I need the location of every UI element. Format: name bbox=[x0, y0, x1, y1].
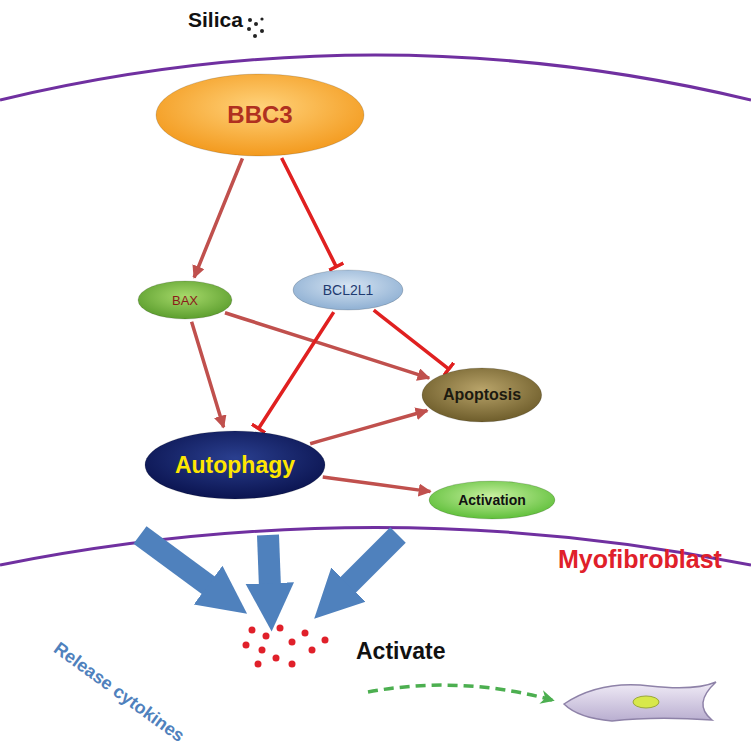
label-text: Silica bbox=[188, 8, 243, 32]
node-label: Activation bbox=[458, 492, 526, 508]
node-label: Autophagy bbox=[175, 452, 295, 479]
activate-arrow bbox=[368, 685, 552, 700]
protein-ellipse: BBC3 bbox=[155, 73, 365, 157]
process-ellipse: Activation bbox=[428, 480, 556, 520]
inhibition-connector bbox=[259, 312, 334, 428]
node-label: BAX bbox=[172, 293, 198, 308]
activation-connector bbox=[310, 410, 427, 443]
cytokine-dots bbox=[243, 625, 329, 668]
myofibroblast-cell: Myofibroblast bbox=[535, 545, 745, 726]
label-text: Activate bbox=[356, 638, 445, 665]
activation-connector bbox=[192, 322, 224, 428]
protein-ellipse: BCL2L1 bbox=[292, 269, 404, 311]
node-label: BCL2L1 bbox=[323, 282, 374, 298]
cell-label: Myofibroblast bbox=[558, 545, 722, 574]
process-ellipse: Autophagy bbox=[144, 430, 326, 500]
inhibition-connector bbox=[374, 310, 449, 369]
protein-ellipse: BAX bbox=[137, 280, 233, 320]
cell-shape bbox=[560, 674, 720, 726]
activation-connector bbox=[323, 477, 431, 492]
node-label: BBC3 bbox=[227, 101, 292, 129]
node-label: Apoptosis bbox=[443, 386, 521, 404]
activation-connector bbox=[194, 158, 242, 277]
process-ellipse: Apoptosis bbox=[421, 367, 543, 423]
silica-particles bbox=[247, 17, 264, 38]
cell-membrane bbox=[0, 55, 751, 100]
release-arrows bbox=[140, 535, 398, 588]
inhibition-connector bbox=[282, 158, 337, 267]
annotation-text: Release cytokines bbox=[50, 638, 189, 747]
